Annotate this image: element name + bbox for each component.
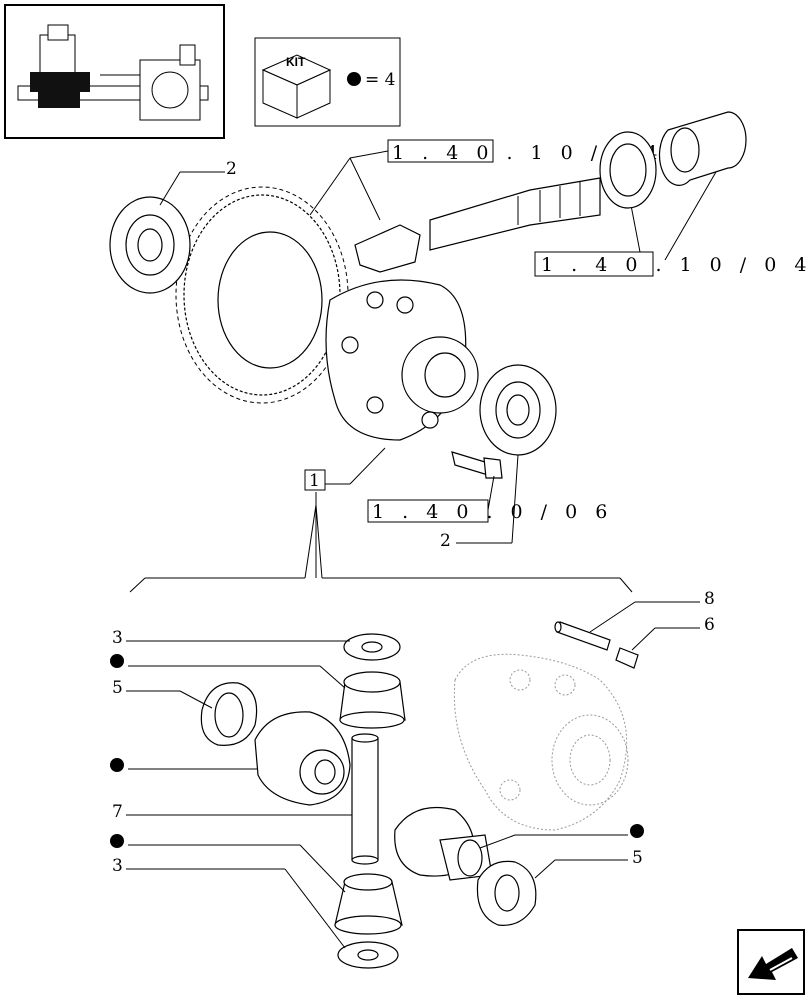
side-gear-left xyxy=(254,711,351,806)
filled-circle-icon xyxy=(347,72,361,86)
kit-dot-1 xyxy=(110,654,124,668)
reference-right-text: 1 . 4 0 . 1 0 / 0 4 xyxy=(541,254,812,276)
axle-assembly-thumbnail-icon xyxy=(17,24,209,121)
callout-2-top: 2 xyxy=(226,159,237,179)
cross-shaft xyxy=(351,733,379,865)
kit-dot-3 xyxy=(630,824,644,838)
reference-bottom-text: 1 . 4 0 . 0 / 0 6 xyxy=(372,501,613,523)
planet-gear-bottom xyxy=(334,873,403,935)
callout-8: 8 xyxy=(704,589,715,609)
case-bolt xyxy=(451,451,503,479)
pin xyxy=(554,621,611,651)
kit-legend-box: KIT = 4 xyxy=(254,37,401,127)
ring-gear xyxy=(175,186,349,404)
kit-cube-icon xyxy=(261,54,332,119)
reference-right[interactable]: 1 . 4 0 . 1 0 / 0 4 xyxy=(534,251,812,277)
right-bearing xyxy=(479,364,557,456)
callout-2-bottom: 2 xyxy=(440,531,451,551)
back-arrow-icon xyxy=(748,948,798,980)
callout-5-right: 5 xyxy=(632,848,643,868)
thrust-washer-left xyxy=(200,682,258,746)
callout-1: 1 xyxy=(309,471,320,491)
callout-3-top: 3 xyxy=(112,628,123,648)
axle-thumbnail xyxy=(4,4,225,139)
pinion-bearing xyxy=(599,131,657,209)
back-arrow-button[interactable] xyxy=(737,929,805,995)
exploded-bracket xyxy=(129,492,633,593)
kit-equals-count: = 4 xyxy=(365,70,395,90)
callout-5-left: 5 xyxy=(112,678,123,698)
washer-bottom xyxy=(337,941,399,969)
reference-top[interactable]: 1 . 4 0 . 1 0 / 0 4 xyxy=(387,139,663,164)
callout-3-bottom: 3 xyxy=(112,856,123,876)
kit-label: KIT xyxy=(286,55,306,69)
side-gear-right xyxy=(394,806,493,881)
pinion-bearing-cup xyxy=(658,111,747,186)
washer-top xyxy=(343,633,401,661)
callout-1-box[interactable]: 1 xyxy=(304,469,326,491)
callout-7: 7 xyxy=(112,802,123,822)
planet-gear-top xyxy=(339,671,406,729)
reference-top-text: 1 . 4 0 . 1 0 / 0 4 xyxy=(392,142,663,164)
reference-bottom[interactable]: 1 . 4 0 . 0 / 0 6 xyxy=(367,499,613,523)
left-bearing xyxy=(109,196,191,294)
ghost-differential-case xyxy=(453,653,629,831)
kit-dot-4 xyxy=(110,834,124,848)
callout-6: 6 xyxy=(704,615,715,635)
roll-pin xyxy=(615,647,639,669)
differential-case xyxy=(325,279,479,441)
kit-dot-2 xyxy=(110,758,124,772)
thrust-washer-right xyxy=(476,860,537,926)
pinion-shaft xyxy=(354,177,601,273)
